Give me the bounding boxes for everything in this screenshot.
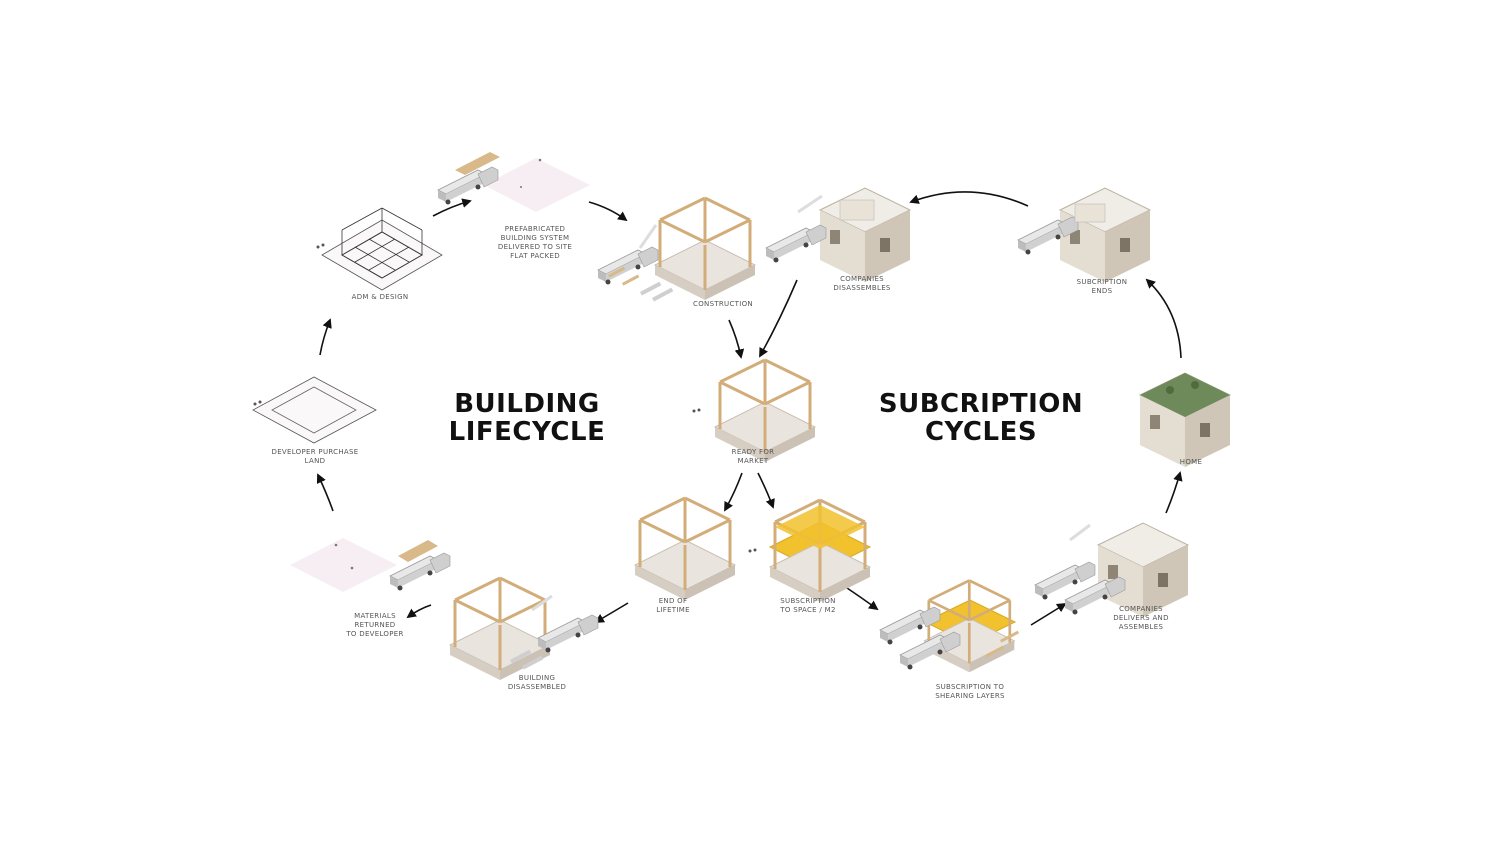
label-line: HOME <box>1179 458 1203 466</box>
arrow-disassembled-to-materials <box>406 604 432 619</box>
subscription-space-illustration <box>748 498 872 604</box>
label-line: RETURNED <box>354 621 396 629</box>
label-line: MATERIALS <box>354 612 396 620</box>
label-line: ASSEMBLES <box>1118 623 1164 631</box>
label-companies-delivers: COMPANIES DELIVERS AND ASSEMBLES <box>1091 605 1191 632</box>
design-grid-illustration <box>316 207 443 291</box>
construction-illustration <box>597 196 757 302</box>
label-line: SUBSCRIPTION TO <box>935 683 1005 691</box>
title-line: SUBCRIPTION <box>878 389 1084 419</box>
label-line: COMPANIES <box>840 275 884 283</box>
label-line: TO SPACE / M2 <box>780 606 836 614</box>
label-companies-disassembles: COMPANIES DISASSEMBLES <box>812 275 912 293</box>
label-line: PREFABRICATED <box>504 225 566 233</box>
flow-arrows <box>316 191 1183 626</box>
label-building-disassembled: BUILDING DISASSEMBLED <box>487 674 587 692</box>
companies-delivers-illustration <box>1034 522 1189 618</box>
label-construction: CONSTRUCTION <box>673 300 773 309</box>
label-line: TO DEVELOPER <box>346 630 404 638</box>
label-subscription-space: SUBSCRIPTION TO SPACE / M2 <box>758 597 858 615</box>
label-materials-returned: MATERIALS RETURNED TO DEVELOPER <box>325 612 425 639</box>
home-illustration <box>1139 372 1231 468</box>
title-line: LIFECYCLE <box>448 417 606 447</box>
label-adm-design: ADM & DESIGN <box>330 293 430 302</box>
arrow-delivers-to-home <box>1165 471 1183 514</box>
end-of-lifetime-illustration <box>633 496 737 602</box>
materials-returned-illustration <box>290 538 451 592</box>
label-line: END OF <box>658 597 688 605</box>
arrow-land-to-design <box>319 318 332 356</box>
label-home: HOME <box>1141 458 1241 467</box>
label-line: DEVELOPER PURCHASE <box>271 448 359 456</box>
label-line: SHEARING LAYERS <box>935 692 1005 700</box>
title-line: BUILDING <box>454 389 600 419</box>
label-line: ENDS <box>1091 287 1113 295</box>
land-plot-illustration <box>252 376 377 444</box>
label-line: BUILDING SYSTEM <box>500 234 570 242</box>
label-line: CONSTRUCTION <box>693 300 753 308</box>
arrow-shearing-to-delivers <box>1030 602 1067 626</box>
label-line: DELIVERS AND <box>1113 614 1169 622</box>
arrow-end-of-life-to-disassembled <box>594 602 629 623</box>
label-line: LAND <box>304 457 326 465</box>
arrow-market-to-subscription <box>757 472 775 509</box>
label-line: FLAT PACKED <box>510 252 560 260</box>
prefab-delivery-illustration <box>437 152 590 212</box>
arrow-market-to-end-of-life <box>724 472 743 512</box>
subscription-ends-illustration <box>1017 187 1151 283</box>
building-lifecycle-title: BUILDING LIFECYCLE <box>432 390 622 446</box>
label-end-of-lifetime: END OF LIFETIME <box>623 597 723 615</box>
shearing-layers-illustration <box>879 579 1020 674</box>
label-line: SUBSCRIPTION <box>780 597 836 605</box>
label-line: LIFETIME <box>656 606 690 614</box>
arrow-prefab-to-construction <box>588 201 628 222</box>
label-line: READY FOR <box>731 448 775 456</box>
label-line: DELIVERED TO SITE <box>497 243 573 251</box>
label-line: DISASSEMBLED <box>507 683 567 691</box>
label-line: SUBCRIPTION <box>1076 278 1128 286</box>
arrow-subscription-ends-to-disassembles <box>909 191 1029 207</box>
subscription-cycles-title: SUBCRIPTION CYCLES <box>866 390 1096 446</box>
ready-for-market-illustration <box>692 358 817 464</box>
label-developer-purchase: DEVELOPER PURCHASE LAND <box>265 448 365 466</box>
label-line: ADM & DESIGN <box>351 293 409 301</box>
label-line: BUILDING <box>518 674 556 682</box>
arrow-materials-to-land <box>316 473 334 512</box>
arrow-design-to-prefab <box>432 198 472 217</box>
building-disassembled-illustration <box>448 576 599 682</box>
companies-disassembles-illustration <box>765 187 911 283</box>
label-line: MARKET <box>737 457 769 465</box>
arrow-disassembles-to-market <box>759 279 798 358</box>
label-line: COMPANIES <box>1119 605 1163 613</box>
title-line: CYCLES <box>924 417 1038 447</box>
label-subscription-shearing: SUBSCRIPTION TO SHEARING LAYERS <box>920 683 1020 701</box>
label-ready-for-market: READY FOR MARKET <box>703 448 803 466</box>
arrow-construction-to-market <box>728 319 745 359</box>
label-line: DISASSEMBLES <box>833 284 891 292</box>
label-prefabricated: PREFABRICATED BUILDING SYSTEM DELIVERED … <box>485 225 585 261</box>
label-subscription-ends: SUBCRIPTION ENDS <box>1052 278 1152 296</box>
arrow-home-to-subscription-ends <box>1145 278 1182 359</box>
